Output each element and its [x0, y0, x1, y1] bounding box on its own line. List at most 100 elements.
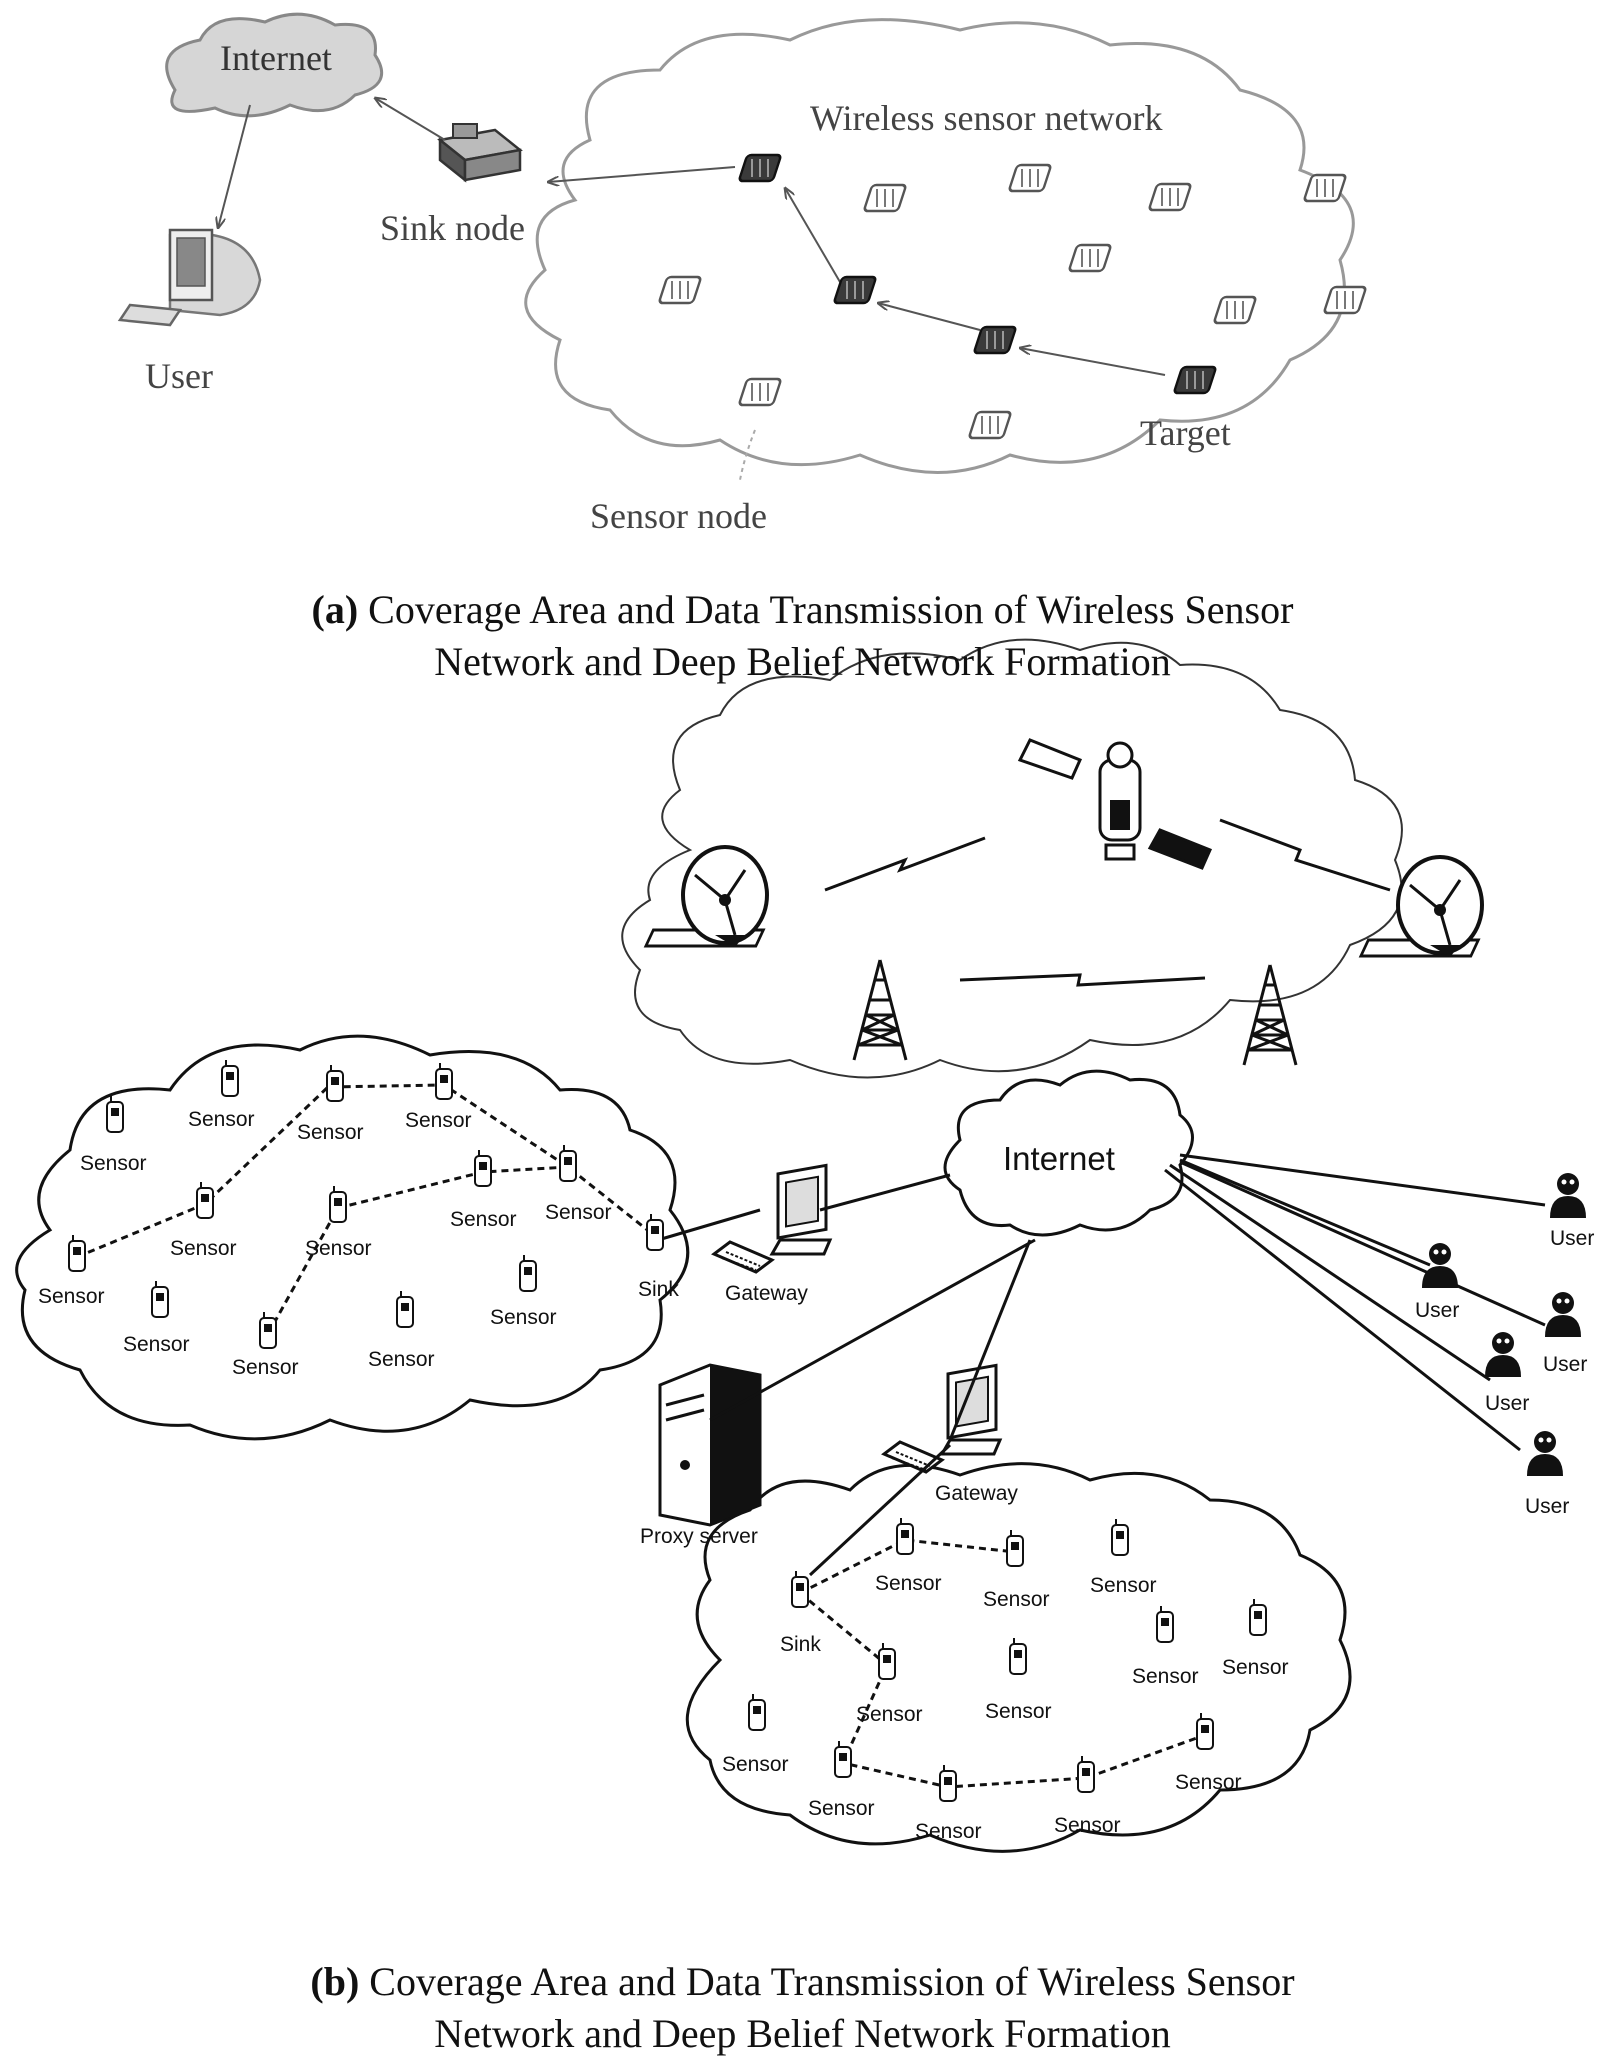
sensor-mote: [862, 183, 908, 213]
sensor-mote: [967, 410, 1013, 440]
caption-a: (a) Coverage Area and Data Transmission …: [0, 584, 1605, 688]
sensor-label: Sensor: [1054, 1814, 1121, 1837]
gateway-label-left: Gateway: [725, 1282, 808, 1305]
sensor-icon: [1077, 1755, 1095, 1793]
user-label-a: User: [145, 356, 213, 396]
sensor-icon: [878, 1642, 896, 1680]
diagram-a: Internet Wireless sensor network User Si…: [117, 12, 1368, 536]
internet-label-a: Internet: [220, 38, 332, 78]
route-left-2: [266, 1165, 569, 1335]
sensor-label: Sensor: [808, 1797, 875, 1820]
link-gateway-sink-bottom: [808, 1443, 952, 1577]
caption-b-tag: (b): [310, 1959, 360, 2004]
sensor-node-label: Sensor node: [590, 496, 767, 536]
satellite-icon: [1017, 738, 1213, 870]
sensor-icon: [1156, 1605, 1174, 1643]
sensor-icon: [834, 1740, 852, 1778]
sensor-mote: [1067, 243, 1113, 273]
link-gateway-internet: [819, 1173, 951, 1212]
sensor-label: Sensor: [915, 1820, 982, 1843]
sensor-label: Sensor: [1175, 1771, 1242, 1794]
sensor-label: Sensor: [188, 1108, 255, 1131]
link-internet-user: [1164, 1168, 1521, 1452]
sensor-label: Sensor: [123, 1333, 190, 1356]
sensor-label: Sensor: [856, 1703, 923, 1726]
sensor-label: Sensor: [1222, 1656, 1289, 1679]
sensor-icon: [435, 1062, 453, 1100]
gateway-label-bottom: Gateway: [935, 1482, 1018, 1505]
sensor-icon: [748, 1693, 766, 1731]
user-icon: [1527, 1431, 1563, 1476]
sensor-icon: [939, 1764, 957, 1802]
sensor-label: Sensor: [170, 1237, 237, 1260]
link-internet-user: [1179, 1158, 1431, 1267]
arrow-internet-user: [218, 104, 251, 228]
arrow-target-n3: [1020, 348, 1166, 376]
proxy-server-label: Proxy server: [640, 1525, 758, 1548]
sink-label: Sink: [638, 1278, 679, 1301]
caption-b-line2: Network and Deep Belief Network Formatio…: [434, 2011, 1171, 2056]
user-label-b: User: [1415, 1299, 1459, 1322]
wireless-link: [1219, 818, 1391, 892]
link-sink-gateway: [657, 1208, 761, 1242]
route-bottom-1: [799, 1538, 1016, 1595]
sensor-icon: [1009, 1637, 1027, 1675]
sensor-label: Sensor: [38, 1285, 105, 1308]
backbone-cloud: [621, 638, 1403, 1079]
user-computer-icon: [117, 228, 262, 327]
caption-b-line1: Coverage Area and Data Transmission of W…: [369, 1959, 1295, 2004]
target-mote: [1172, 365, 1218, 395]
sensor-node-pointer: [739, 429, 756, 481]
wsn-label: Wireless sensor network: [810, 98, 1162, 138]
user-label-b: User: [1485, 1392, 1529, 1415]
sink-label: Sink: [780, 1633, 821, 1656]
sensor-label: Sensor: [983, 1588, 1050, 1611]
sensor-label: Sensor: [545, 1201, 612, 1224]
diagram-b: Internet Gateway Proxy server Gateway: [15, 638, 1594, 1853]
sensor-label: Sensor: [1090, 1574, 1157, 1597]
sensor-mote: [1147, 182, 1193, 212]
sensor-icon: [1006, 1529, 1024, 1567]
sensor-mote: [737, 377, 783, 407]
arrow-n2-n1: [785, 188, 841, 283]
sensor-label: Sensor: [985, 1700, 1052, 1723]
sensor-icon: [896, 1517, 914, 1555]
internet-label-b: Internet: [1003, 1140, 1115, 1177]
sink-node-label: Sink node: [380, 208, 525, 248]
sensor-icon: [259, 1311, 277, 1349]
sensor-mote-active: [737, 153, 783, 183]
sensor-label: Sensor: [405, 1109, 472, 1132]
sensor-label: Sensor: [80, 1152, 147, 1175]
sink-node-icon: [437, 123, 523, 183]
sensor-icon: [326, 1064, 344, 1102]
sensor-mote: [1212, 295, 1258, 325]
sensor-icon: [1196, 1712, 1214, 1750]
wsn-cloud: [524, 18, 1355, 474]
gateway-computer-bottom: [882, 1363, 1002, 1474]
sensor-label: Sensor: [1132, 1665, 1199, 1688]
user-icon: [1550, 1173, 1586, 1218]
internet-cloud-a: [165, 12, 384, 118]
caption-a-line2: Network and Deep Belief Network Formatio…: [434, 639, 1171, 684]
sensor-icon: [329, 1185, 347, 1223]
sensor-icon: [151, 1280, 169, 1318]
route-left-1: [76, 1083, 656, 1259]
arrow-n3-n2: [878, 303, 981, 331]
internet-cloud-b: [943, 1069, 1194, 1237]
arrow-sink-internet: [375, 98, 446, 141]
sensor-icon: [68, 1234, 86, 1272]
user-icon: [1545, 1292, 1581, 1337]
link-internet-user: [1179, 1153, 1546, 1207]
link-gateway-internet-bottom: [948, 1239, 1032, 1441]
link-internet-user: [1169, 1163, 1491, 1382]
sink-icon: [791, 1570, 809, 1608]
sensor-mote-active: [972, 325, 1018, 355]
link-internet-user: [1179, 1160, 1546, 1327]
sensor-icon: [221, 1059, 239, 1097]
proxy-server-icon: [658, 1363, 762, 1527]
sensor-icon: [519, 1254, 537, 1292]
sensor-icon: [474, 1149, 492, 1187]
sensor-mote: [657, 275, 703, 305]
sensor-label: Sensor: [368, 1348, 435, 1371]
